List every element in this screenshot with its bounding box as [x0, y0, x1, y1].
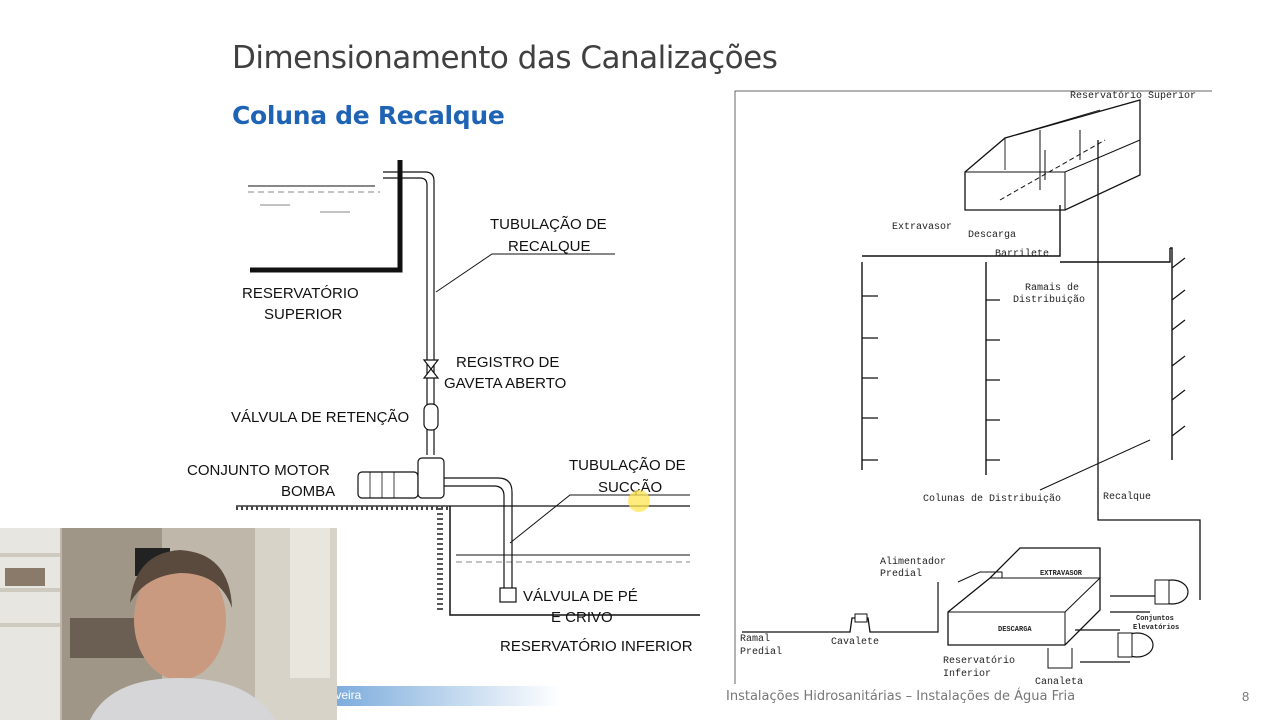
label-rd-res-inferior-1: Reservatório: [943, 655, 1015, 667]
label-rd-reservatorio-superior: Reservatório Superior: [1070, 90, 1196, 102]
label-rd-barrilete: Barrilete: [995, 248, 1049, 260]
label-rd-res-inferior-2: Inferior: [943, 668, 991, 680]
label-reservatorio-inferior: RESERVATÓRIO INFERIOR: [500, 638, 693, 655]
label-rd-ramais-2: Distribuição: [1013, 294, 1085, 306]
label-rd-alimentador-2: Predial: [880, 568, 922, 580]
label-rd-recalque: Recalque: [1103, 491, 1151, 503]
slide-title: Dimensionamento das Canalizações: [232, 40, 778, 76]
right-diagram-labels: Reservatório Superior Extravasor Descarg…: [740, 90, 1196, 688]
label-tubulacao-succao-1: TUBULAÇÃO DE: [569, 457, 686, 474]
label-rd-cavalete: Cavalete: [831, 636, 879, 648]
label-tubulacao-recalque-1: TUBULAÇÃO DE: [490, 216, 607, 233]
label-rd-extravasor: Extravasor: [892, 222, 952, 233]
label-rd-ramal-2: Predial: [740, 646, 782, 658]
label-rd-extravasor-caps: EXTRAVASOR: [1040, 570, 1083, 578]
label-tubulacao-recalque-2: RECALQUE: [508, 238, 591, 255]
label-rd-conjuntos-2: Elevatórios: [1133, 624, 1179, 632]
label-registro-1: REGISTRO DE: [456, 354, 559, 371]
page-number: 8: [1242, 689, 1250, 704]
label-valvula-pe-2: E CRIVO: [551, 609, 613, 626]
label-registro-2: GAVETA ABERTO: [444, 375, 566, 392]
left-diagram-labels: TUBULAÇÃO DE RECALQUE RESERVATÓRIO SUPER…: [187, 216, 693, 655]
pointer-highlight: [628, 490, 650, 512]
label-valvula-retencao: VÁLVULA DE RETENÇÃO: [231, 409, 409, 426]
label-rd-descarga-caps: DESCARGA: [998, 626, 1032, 634]
label-rd-canaleta: Canaleta: [1035, 676, 1083, 688]
label-rd-ramais-1: Ramais de: [1025, 282, 1079, 294]
label-conjunto-2: BOMBA: [281, 483, 335, 500]
label-conjunto-1: CONJUNTO MOTOR: [187, 462, 330, 479]
webcam-image: [0, 528, 337, 720]
right-diagram: [734, 90, 1212, 684]
left-diagram: [236, 160, 700, 616]
label-rd-alimentador-1: Alimentador: [880, 556, 946, 568]
footer-course: Instalações Hidrosanitárias – Instalaçõe…: [726, 689, 1076, 704]
label-rd-descarga: Descarga: [968, 230, 1016, 241]
label-valvula-pe-1: VÁLVULA DE PÉ: [523, 588, 638, 605]
label-reservatorio-superior-2: SUPERIOR: [264, 306, 343, 323]
label-rd-conjuntos-1: Conjuntos: [1136, 615, 1174, 623]
label-reservatorio-superior-1: RESERVATÓRIO: [242, 285, 359, 302]
webcam-overlay: [0, 528, 337, 720]
label-rd-ramal-1: Ramal: [740, 633, 770, 645]
slide-subtitle: Coluna de Recalque: [232, 101, 505, 130]
label-rd-colunas: Colunas de Distribuição: [923, 493, 1061, 505]
